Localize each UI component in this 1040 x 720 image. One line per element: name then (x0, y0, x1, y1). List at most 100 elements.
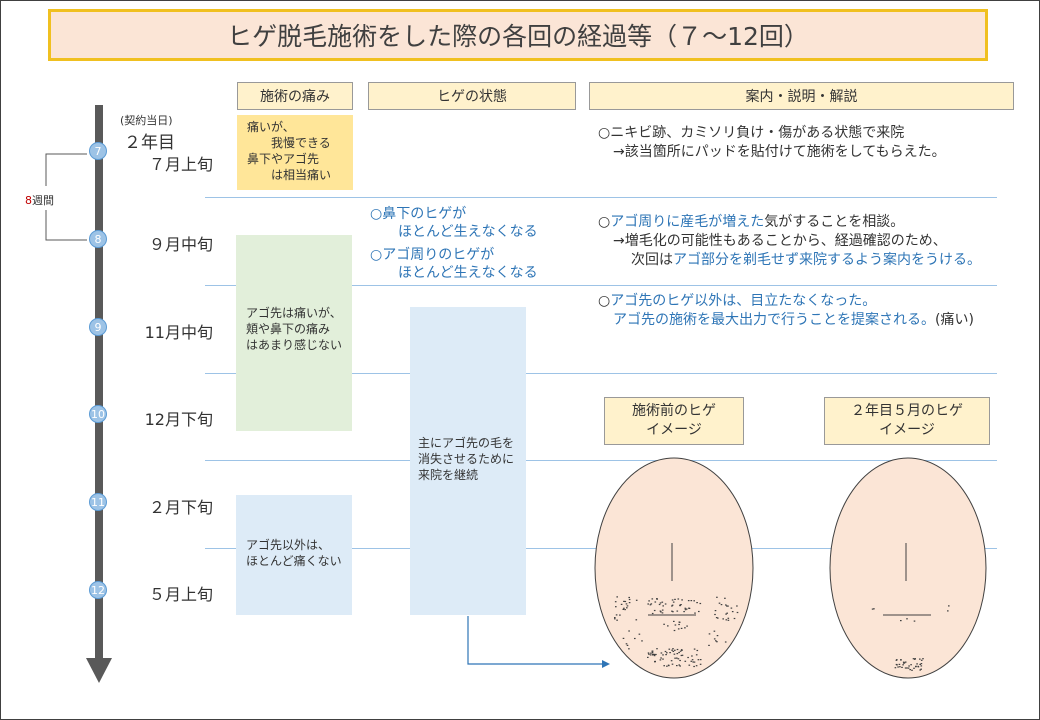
stubble-dot (916, 663, 918, 665)
stubble-dot (620, 603, 623, 605)
stubble-dot (638, 633, 641, 635)
timeline-label: ５月上旬 (148, 585, 213, 604)
stubble-dot (715, 617, 718, 619)
stubble-dot (676, 653, 679, 655)
stubble-dot (725, 619, 728, 621)
stubble-dot (671, 610, 673, 612)
stubble-dot (623, 600, 625, 602)
stubble-dot (727, 605, 729, 607)
stubble-dot (674, 624, 677, 626)
stubble-dot (695, 654, 698, 656)
stubble-dot (670, 660, 673, 662)
guide-text-highlight: アゴ先の施術を最大出力で行うことを提案される。 (613, 312, 935, 328)
stubble-dot (919, 663, 921, 665)
stubble-dot (673, 620, 675, 622)
pain-note: 痛いが、 我慢できる 鼻下やアゴ先 は相当痛い (247, 120, 332, 182)
stubble-dot (684, 609, 687, 611)
stubble-dot (906, 667, 908, 669)
stubble-dot (726, 612, 728, 614)
stubble-dot (628, 648, 630, 650)
state-box-blue: 主にアゴ先の毛を 消失させるために 来院を継続 (410, 307, 526, 615)
stubble-dot (904, 667, 907, 669)
stubble-dot (622, 637, 625, 639)
stubble-dot (628, 596, 630, 599)
stubble-dot (655, 653, 657, 656)
guide-note: →増毛化の可能性もあることから、経過確認のため、 (613, 233, 947, 249)
stubble-dot (920, 668, 922, 670)
stubble-dot (626, 607, 628, 609)
stubble-dot (909, 669, 911, 671)
year-label: ２年目 (124, 133, 175, 153)
stubble-dot (671, 605, 673, 607)
contract-note: (契約当日) (120, 114, 173, 127)
stubble-dot (673, 653, 676, 655)
stubble-dot (948, 605, 950, 607)
stubble-dot (672, 601, 675, 603)
stubble-dot (903, 662, 906, 664)
stubble-dot (899, 666, 901, 668)
stubble-dot (733, 617, 736, 620)
stubble-dot (663, 665, 665, 667)
stubble-dot (736, 611, 739, 614)
before-image-label: 施術前のヒゲ イメージ (604, 397, 744, 445)
stubble-dot (736, 605, 738, 607)
stubble-dot (692, 661, 694, 663)
stubble-dot (871, 608, 874, 610)
stubble-dot (660, 657, 662, 659)
stubble-dot (688, 664, 691, 666)
stubble-dot (626, 605, 629, 607)
stubble-dot (896, 659, 898, 661)
stubble-dot (910, 664, 912, 666)
stubble-dot (626, 644, 629, 646)
timeline-dot: 9 (89, 318, 107, 336)
stubble-dot (628, 602, 631, 604)
stubble-dot (671, 649, 673, 651)
stubble-dot (907, 667, 910, 669)
stubble-dot (674, 649, 676, 651)
stubble-dot (654, 601, 657, 603)
guide-text: ○ (598, 293, 611, 309)
stubble-dot (671, 599, 674, 601)
stubble-dot (677, 658, 680, 660)
stubble-dot (662, 658, 664, 660)
timeline-dot: 11 (89, 493, 107, 511)
stubble-dot (693, 661, 696, 663)
interval-label: 8週間 (25, 192, 54, 208)
stubble-dot (720, 604, 723, 606)
stubble-dot (651, 651, 654, 653)
stubble-dot (716, 596, 718, 598)
stubble-dot (679, 650, 682, 652)
stubble-dot (653, 609, 656, 612)
stubble-dot (673, 629, 676, 632)
timeline-label: ２月下旬 (148, 498, 213, 517)
header-pain: 施術の痛み (237, 82, 353, 110)
timeline-label: ７月上旬 (148, 155, 213, 174)
stubble-dot (635, 599, 638, 601)
stubble-dot (897, 666, 899, 668)
stubble-dot (681, 599, 683, 601)
stubble-dot (667, 664, 670, 666)
stubble-dot (913, 658, 916, 660)
stubble-dot (619, 614, 621, 616)
stubble-dot (660, 652, 663, 654)
stubble-dot (894, 667, 897, 669)
stubble-dot (628, 598, 631, 601)
stubble-dot (679, 665, 681, 667)
stubble-dot (615, 606, 617, 608)
stubble-dot (914, 658, 916, 660)
stubble-dot (693, 665, 695, 668)
stubble-dot (911, 669, 913, 671)
pain-note: アゴ先以外は、 ほとんど痛くない (246, 538, 342, 568)
stubble-dot (713, 638, 716, 640)
stubble-dot (714, 613, 716, 616)
timeline-dot: 7 (89, 142, 107, 160)
stubble-dot (664, 650, 667, 653)
stubble-dot (681, 654, 684, 656)
stubble-dot (616, 596, 618, 598)
guide-note-3b: アゴ先の施術を最大出力で行うことを提案される。(痛い) (613, 311, 974, 329)
stubble-dot (648, 600, 650, 602)
stubble-dot (920, 665, 923, 667)
stubble-dot (717, 617, 719, 619)
stubble-dot (912, 658, 915, 660)
stubble-dot (661, 601, 664, 603)
